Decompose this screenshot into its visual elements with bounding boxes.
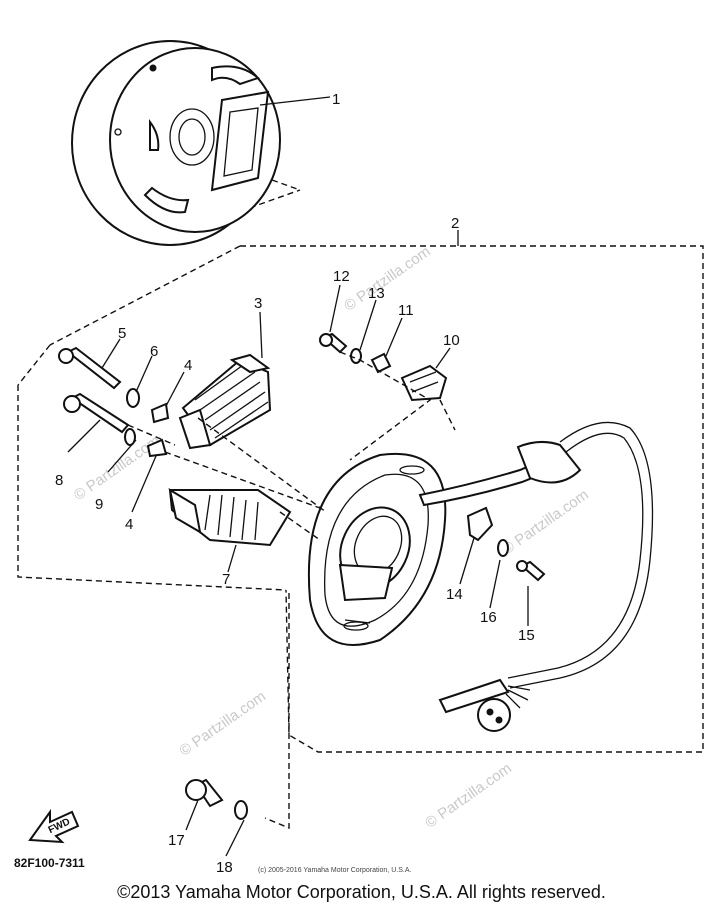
watermark: © Partzilla.com xyxy=(71,432,164,504)
clip-11 xyxy=(370,352,392,374)
washer-9 xyxy=(124,428,136,446)
leader-lines xyxy=(67,96,529,857)
diagram-code: 82F100-7311 xyxy=(14,856,85,870)
callout-1: 1 xyxy=(332,91,340,108)
callout-9: 9 xyxy=(95,496,103,513)
washer-6 xyxy=(126,388,140,408)
callout-4: 4 xyxy=(184,357,192,374)
assembly-guides xyxy=(127,351,456,541)
watermark: © Partzilla.com xyxy=(499,486,592,558)
small-copyright: (c) 2005-2016 Yamaha Motor Corporation, … xyxy=(258,867,411,874)
screw-5 xyxy=(66,346,122,390)
callout-10: 10 xyxy=(443,332,460,349)
source-coil xyxy=(168,487,292,547)
wire-clamp xyxy=(466,506,494,542)
washer-13 xyxy=(350,348,362,364)
callout-2: 2 xyxy=(451,215,459,232)
callout-16: 16 xyxy=(480,609,497,626)
assembly-boundary xyxy=(17,245,704,830)
callout-labels: 1 2 3 4 4 5 6 7 8 9 10 11 12 13 14 15 16… xyxy=(55,91,535,876)
callout-15: 15 xyxy=(518,627,535,644)
watermark: © Partzilla.com xyxy=(422,760,515,832)
wire-harness xyxy=(418,421,654,732)
pickup-coil-10 xyxy=(400,364,448,402)
callout-12: 12 xyxy=(333,268,350,285)
clip-4-lower xyxy=(146,438,168,458)
callout-3: 3 xyxy=(254,295,262,312)
callout-18: 18 xyxy=(216,859,233,876)
callout-11: 11 xyxy=(398,302,414,319)
footer-copyright: ©2013 Yamaha Motor Corporation, U.S.A. A… xyxy=(117,882,606,902)
hardware xyxy=(58,332,546,820)
clip-4-upper xyxy=(150,402,170,424)
screw-8 xyxy=(70,392,130,434)
callout-8: 8 xyxy=(55,472,63,489)
charge-coil xyxy=(178,353,272,450)
watermark: © Partzilla.com xyxy=(341,243,434,315)
washer-18 xyxy=(234,800,248,820)
callout-17: 17 xyxy=(168,832,185,849)
callout-7: 7 xyxy=(222,571,230,588)
fwd-arrow: FWD xyxy=(28,808,80,844)
callout-5: 5 xyxy=(118,325,126,342)
callout-4: 4 xyxy=(125,516,133,533)
callout-14: 14 xyxy=(446,586,463,603)
callout-6: 6 xyxy=(150,343,158,360)
flywheel-rotor xyxy=(71,40,281,246)
watermark: © Partzilla.com xyxy=(176,688,269,760)
callout-13: 13 xyxy=(368,285,385,302)
washer-16 xyxy=(497,539,509,557)
stator-base-plate xyxy=(307,452,447,646)
